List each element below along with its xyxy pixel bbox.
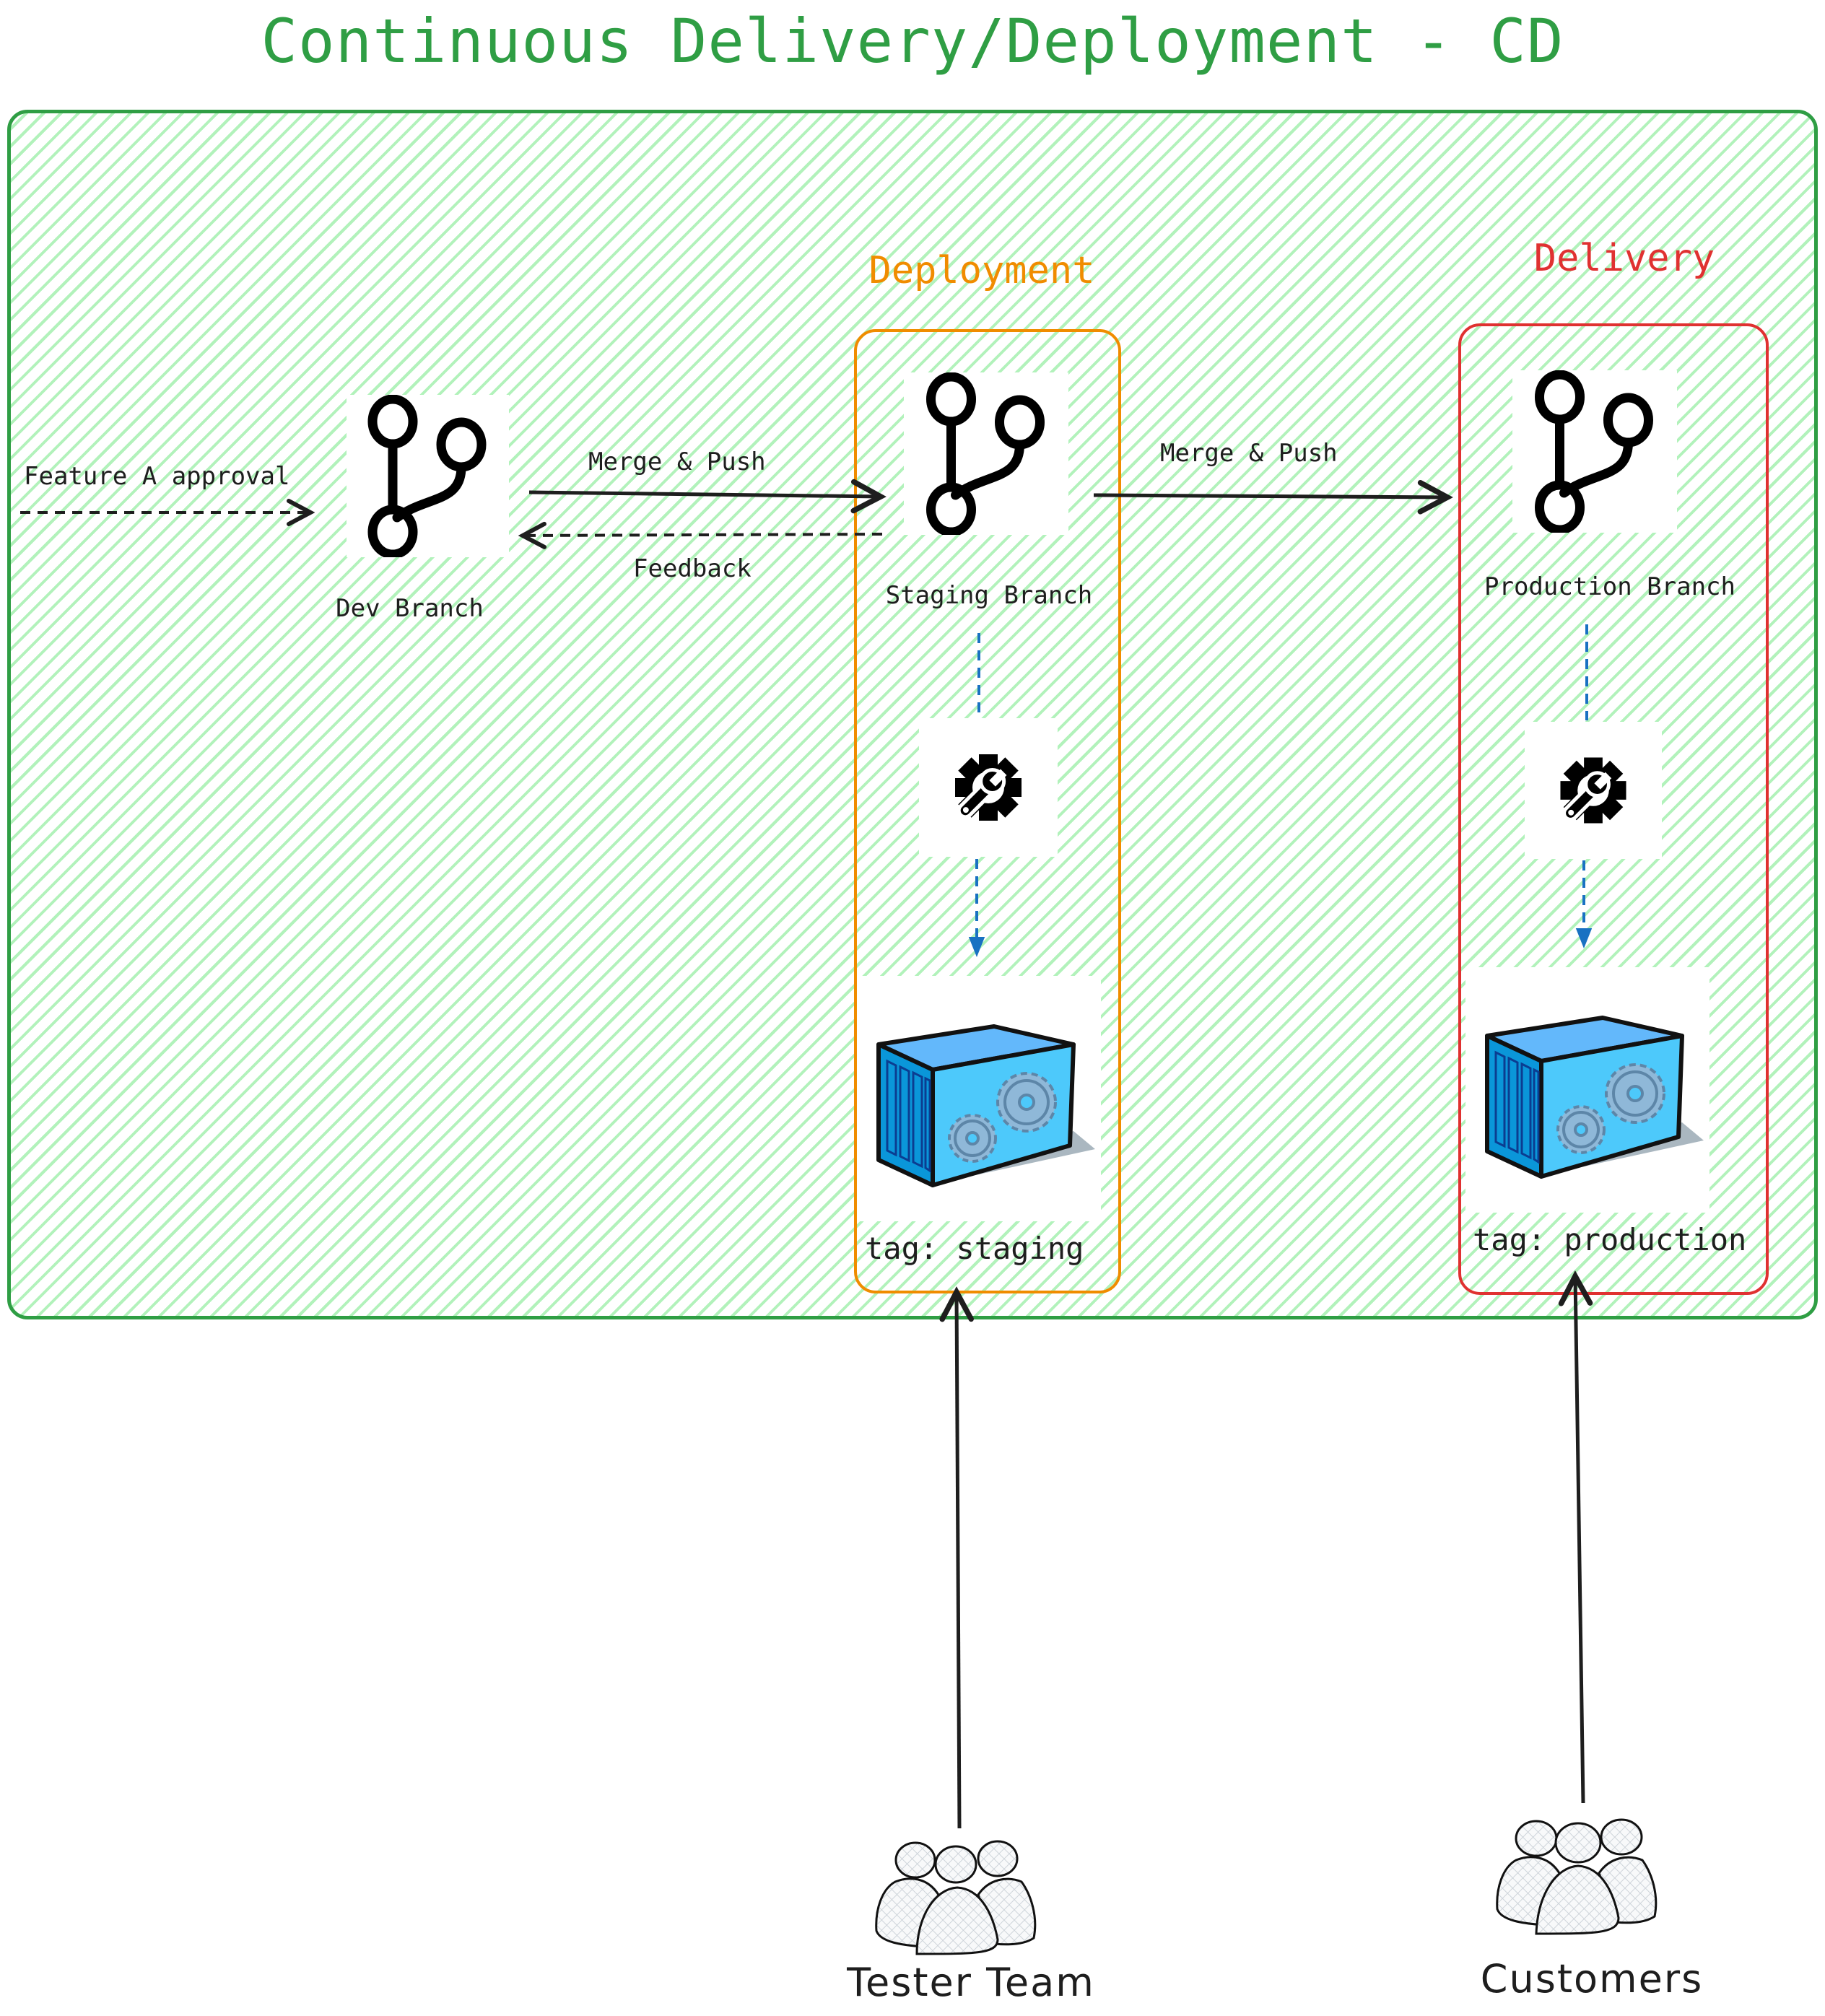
testers-to-staging-arrow bbox=[957, 1292, 959, 1829]
diagram-title: Continuous Delivery/Deployment - CD bbox=[261, 6, 1564, 77]
git-branch-icon bbox=[926, 372, 1045, 537]
customers-label: Customers bbox=[1480, 1956, 1704, 2002]
staging-tag-label: tag: staging bbox=[865, 1231, 1084, 1266]
deployment-group-label: Deployment bbox=[868, 249, 1095, 292]
feature-approval-label: Feature A approval bbox=[24, 462, 290, 491]
git-branch-icon bbox=[1535, 370, 1653, 535]
container-icon bbox=[1485, 1016, 1704, 1179]
delivery-group-label: Delivery bbox=[1533, 237, 1715, 280]
customers-to-production-arrow bbox=[1575, 1276, 1583, 1804]
staging-container-node[interactable] bbox=[857, 976, 1101, 1221]
git-branch-icon bbox=[367, 394, 487, 559]
production-branch-label: Production Branch bbox=[1484, 572, 1735, 601]
container-icon bbox=[876, 1024, 1095, 1187]
tester-team-label: Tester Team bbox=[847, 1960, 1095, 2005]
merge-push-label-2: Merge & Push bbox=[1160, 439, 1338, 468]
dev-branch-label: Dev Branch bbox=[336, 594, 484, 623]
production-container-node[interactable] bbox=[1465, 967, 1709, 1213]
deployment-group bbox=[854, 329, 1121, 1293]
staging-build-node[interactable] bbox=[919, 718, 1058, 857]
dev-branch-node[interactable] bbox=[347, 394, 509, 559]
tester-team-actor[interactable] bbox=[866, 1823, 1047, 1960]
production-build-node[interactable] bbox=[1525, 722, 1662, 859]
users-group-icon bbox=[875, 1840, 1037, 1955]
customers-actor[interactable] bbox=[1487, 1801, 1668, 1938]
delivery-group bbox=[1458, 323, 1769, 1295]
merge-push-label-1: Merge & Push bbox=[588, 448, 766, 476]
gear-wrench-icon bbox=[955, 754, 1022, 821]
gear-wrench-icon bbox=[1560, 757, 1626, 824]
feedback-label: Feedback bbox=[633, 554, 752, 583]
production-tag-label: tag: production bbox=[1473, 1222, 1747, 1257]
users-group-icon bbox=[1496, 1818, 1658, 1935]
staging-branch-label: Staging Branch bbox=[885, 581, 1093, 610]
production-branch-node[interactable] bbox=[1512, 370, 1677, 535]
staging-branch-node[interactable] bbox=[904, 372, 1068, 537]
